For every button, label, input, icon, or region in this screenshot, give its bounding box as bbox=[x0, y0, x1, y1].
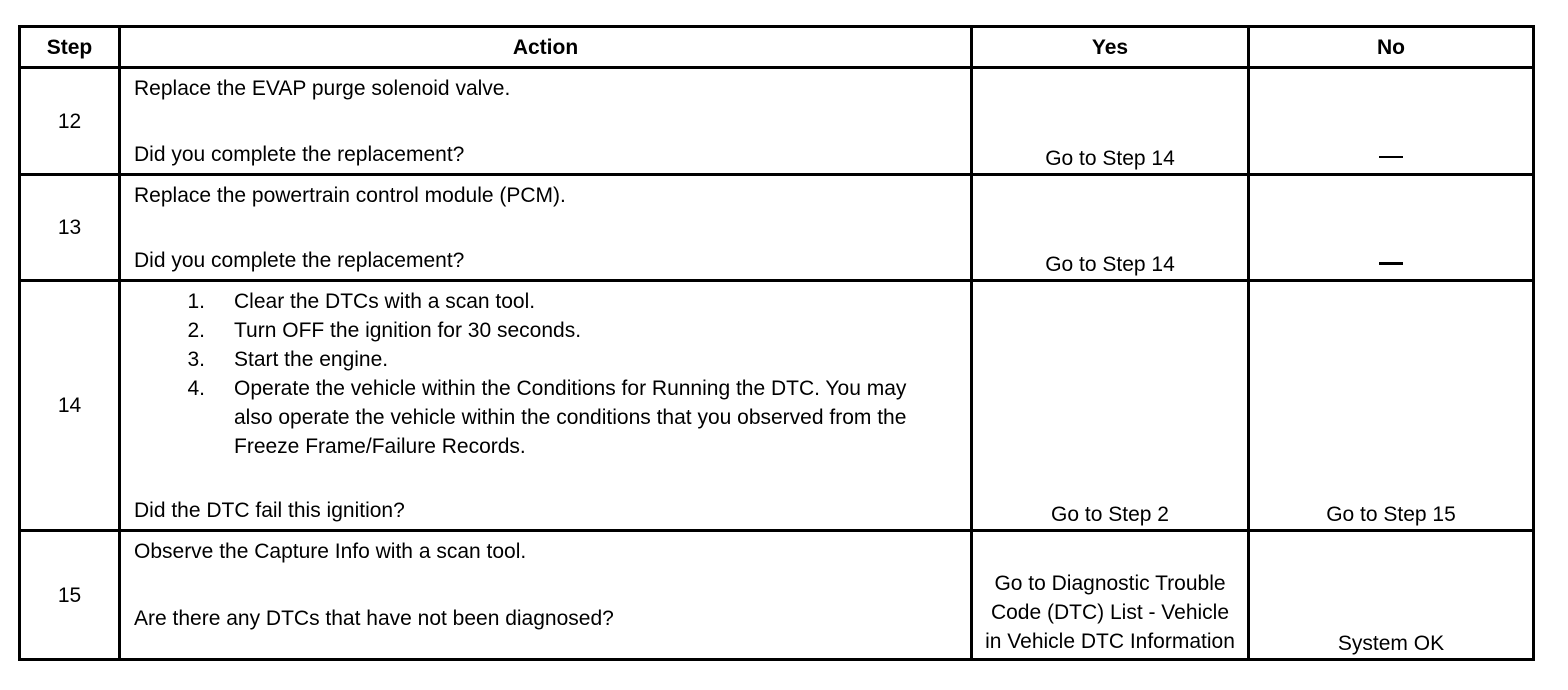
table-row-step-13: 13 Replace the powertrain control module… bbox=[18, 173, 1535, 282]
no-result: Go to Step 15 bbox=[1247, 279, 1535, 532]
dash-icon bbox=[1379, 156, 1403, 159]
header-row: Step Action Yes No bbox=[18, 25, 1535, 69]
dash-icon bbox=[1379, 261, 1403, 265]
list-item-number: 3. bbox=[187, 348, 205, 371]
action-cell: Replace the powertrain control module (P… bbox=[118, 173, 973, 282]
list-item: 3. Start the engine. bbox=[134, 345, 957, 374]
header-no: No bbox=[1247, 25, 1535, 69]
list-item-text: Operate the vehicle within the Condition… bbox=[234, 377, 907, 458]
list-item: 2. Turn OFF the ignition for 30 seconds. bbox=[134, 316, 957, 345]
action-instruction: Replace the EVAP purge solenoid valve. bbox=[134, 77, 511, 100]
list-item: 1. Clear the DTCs with a scan tool. bbox=[134, 287, 957, 316]
list-item-text: Clear the DTCs with a scan tool. bbox=[234, 290, 536, 313]
list-item-text: Turn OFF the ignition for 30 seconds. bbox=[234, 319, 582, 342]
yes-result: Go to Step 14 bbox=[970, 66, 1250, 176]
procedure-list: 1. Clear the DTCs with a scan tool. 2. T… bbox=[134, 287, 957, 461]
action-cell: 1. Clear the DTCs with a scan tool. 2. T… bbox=[118, 279, 973, 532]
no-result: — bbox=[1247, 173, 1535, 282]
list-item-text: Start the engine. bbox=[234, 348, 389, 371]
action-question: Did you complete the replacement? bbox=[134, 143, 465, 166]
step-number: 13 bbox=[18, 173, 121, 282]
list-item-number: 2. bbox=[187, 319, 205, 342]
action-instruction: Replace the powertrain control module (P… bbox=[134, 184, 566, 207]
list-item-number: 4. bbox=[187, 377, 205, 400]
step-number: 12 bbox=[18, 66, 121, 176]
step-number: 14 bbox=[18, 279, 121, 532]
action-cell: Observe the Capture Info with a scan too… bbox=[118, 529, 973, 661]
yes-result: Go to Diagnostic Trouble Code (DTC) List… bbox=[970, 529, 1250, 661]
list-item-number: 1. bbox=[187, 290, 205, 313]
action-question: Did the DTC fail this ignition? bbox=[134, 499, 405, 522]
table-row-step-15: 15 Observe the Capture Info with a scan … bbox=[18, 529, 1535, 661]
header-step: Step bbox=[18, 25, 121, 69]
table-row-step-14: 14 1. Clear the DTCs with a scan tool. 2… bbox=[18, 279, 1535, 532]
header-action: Action bbox=[118, 25, 973, 69]
action-question: Did you complete the replacement? bbox=[134, 249, 465, 272]
header-yes: Yes bbox=[970, 25, 1250, 69]
yes-result: Go to Step 14 bbox=[970, 173, 1250, 282]
no-result: System OK bbox=[1247, 529, 1535, 661]
diagnostic-table: Step Action Yes No 12 Replace the EVAP p… bbox=[18, 25, 1535, 661]
step-number: 15 bbox=[18, 529, 121, 661]
action-cell: Replace the EVAP purge solenoid valve. D… bbox=[118, 66, 973, 176]
action-instruction: Observe the Capture Info with a scan too… bbox=[134, 540, 527, 563]
list-item: 4. Operate the vehicle within the Condit… bbox=[134, 374, 957, 461]
action-question: Are there any DTCs that have not been di… bbox=[134, 607, 614, 630]
no-result: — bbox=[1247, 66, 1535, 176]
table-row-step-12: 12 Replace the EVAP purge solenoid valve… bbox=[18, 66, 1535, 176]
yes-result: Go to Step 2 bbox=[970, 279, 1250, 532]
